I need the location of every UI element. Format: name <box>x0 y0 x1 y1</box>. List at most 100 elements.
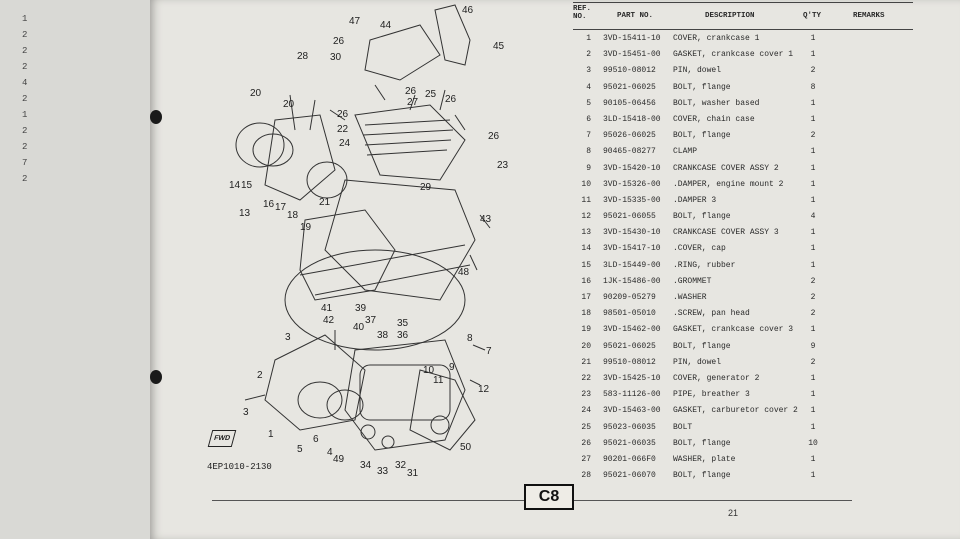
callout-label: 25 <box>425 89 437 100</box>
qty-cell: 2 <box>810 276 816 286</box>
parts-catalog-page <box>150 0 960 539</box>
ref-cell: 18 <box>581 309 591 319</box>
binder-hole <box>150 110 162 124</box>
callout-label: 10 <box>423 365 435 376</box>
column-header-qty: Q'TY <box>803 12 822 20</box>
callout-label: 15 <box>241 180 253 191</box>
callout-label: 21 <box>319 197 331 208</box>
callout-label: 26 <box>337 109 349 120</box>
ref-cell: 15 <box>581 260 591 270</box>
ref-cell: 26 <box>581 438 591 448</box>
description-cell: BOLT, flange <box>673 341 731 351</box>
callout-label: 38 <box>377 330 389 341</box>
part-no-cell: 95021-06035 <box>603 438 656 448</box>
qty-cell: 2 <box>810 131 816 141</box>
ref-cell: 3 <box>586 66 591 76</box>
callout-label: 37 <box>365 315 377 326</box>
left-page-number: 4 <box>22 78 28 88</box>
ref-cell: 23 <box>581 390 591 400</box>
callout-label: 42 <box>323 315 335 326</box>
ref-cell: 28 <box>581 471 591 481</box>
description-cell: BOLT, flange <box>673 212 731 222</box>
left-page-number: 2 <box>22 174 28 184</box>
part-no-cell: 99510-08012 <box>603 357 656 367</box>
part-no-cell: 90465-08277 <box>603 147 656 157</box>
ref-cell: 20 <box>581 341 591 351</box>
qty-cell: 2 <box>810 66 816 76</box>
callout-label: 39 <box>355 303 367 314</box>
callout-label: 26 <box>333 36 345 47</box>
callout-label: 28 <box>297 51 309 62</box>
left-page-number: 1 <box>22 14 28 24</box>
part-no-cell: 95026-06025 <box>603 131 656 141</box>
left-page-number: 1 <box>22 110 28 120</box>
parts-table: REF. NO. PART NO. DESCRIPTION Q'TY REMAR… <box>573 2 913 483</box>
qty-cell: 1 <box>810 244 816 254</box>
qty-cell: 1 <box>810 228 816 238</box>
callout-label: 33 <box>377 466 389 477</box>
part-no-cell: 3VD-15462-00 <box>603 325 661 335</box>
callout-label: 41 <box>321 303 333 314</box>
part-no-cell: 90209-05279 <box>603 293 656 302</box>
qty-cell: 2 <box>810 293 816 302</box>
callout-label: 7 <box>486 346 492 357</box>
description-cell: CRANKCASE COVER ASSY 2 <box>673 163 779 173</box>
callout-label: 34 <box>360 460 372 471</box>
ref-cell: 5 <box>586 98 591 108</box>
qty-cell: 1 <box>810 373 816 383</box>
callout-label: 26 <box>445 94 457 105</box>
previous-page: 1 2 2 2 4 2 1 2 2 7 2 <box>0 0 150 539</box>
qty-cell: 1 <box>810 179 816 189</box>
ref-cell: 14 <box>581 244 591 254</box>
table-row: 18 98501-05010 .SCREW, pan head 2 <box>573 305 913 321</box>
callout-label: 50 <box>460 442 472 453</box>
binder-hole <box>150 370 162 384</box>
part-no-cell: 3VD-15451-00 <box>603 50 661 60</box>
callout-label: 11 <box>433 375 444 386</box>
left-page-number: 2 <box>22 62 28 72</box>
callout-label: 20 <box>283 99 295 110</box>
part-no-cell: 90201-066F0 <box>603 454 656 464</box>
qty-cell: 1 <box>810 163 816 173</box>
callout-label: 17 <box>275 202 287 213</box>
ref-cell: 6 <box>586 114 591 124</box>
part-no-cell: 583-11126-00 <box>603 390 661 400</box>
callout-label: 36 <box>397 330 409 341</box>
callout-label: 14 <box>229 180 241 191</box>
callout-label: 43 <box>480 214 492 225</box>
qty-cell: 4 <box>810 212 816 222</box>
description-cell: .WASHER <box>673 293 707 302</box>
callout-label: 24 <box>339 138 351 149</box>
part-no-cell: 95021-06070 <box>603 471 656 481</box>
description-cell: GASKET, carburetor cover 2 <box>673 406 798 416</box>
ref-cell: 21 <box>581 357 591 367</box>
part-no-cell: 98501-05010 <box>603 309 656 319</box>
qty-cell: 1 <box>810 195 816 205</box>
callout-label: 45 <box>493 41 505 52</box>
left-page-number: 2 <box>22 30 28 40</box>
ref-cell: 9 <box>586 163 591 173</box>
callout-label: 46 <box>462 5 474 16</box>
description-cell: BOLT, flange <box>673 82 731 92</box>
callout-label: 47 <box>349 16 361 27</box>
qty-cell: 1 <box>810 260 816 270</box>
callout-label: 48 <box>458 267 470 278</box>
section-badge: C8 <box>524 484 574 510</box>
fwd-label: FWD <box>213 435 231 442</box>
description-cell: .SCREW, pan head <box>673 309 750 319</box>
description-cell: PIN, dowel <box>673 66 722 76</box>
callout-label: 29 <box>420 182 432 193</box>
ref-cell: 7 <box>586 131 591 141</box>
description-cell: GASKET, crankcase cover 1 <box>673 50 794 60</box>
qty-cell: 2 <box>810 309 816 319</box>
callout-label: 44 <box>380 20 392 31</box>
ref-cell: 19 <box>581 325 591 335</box>
